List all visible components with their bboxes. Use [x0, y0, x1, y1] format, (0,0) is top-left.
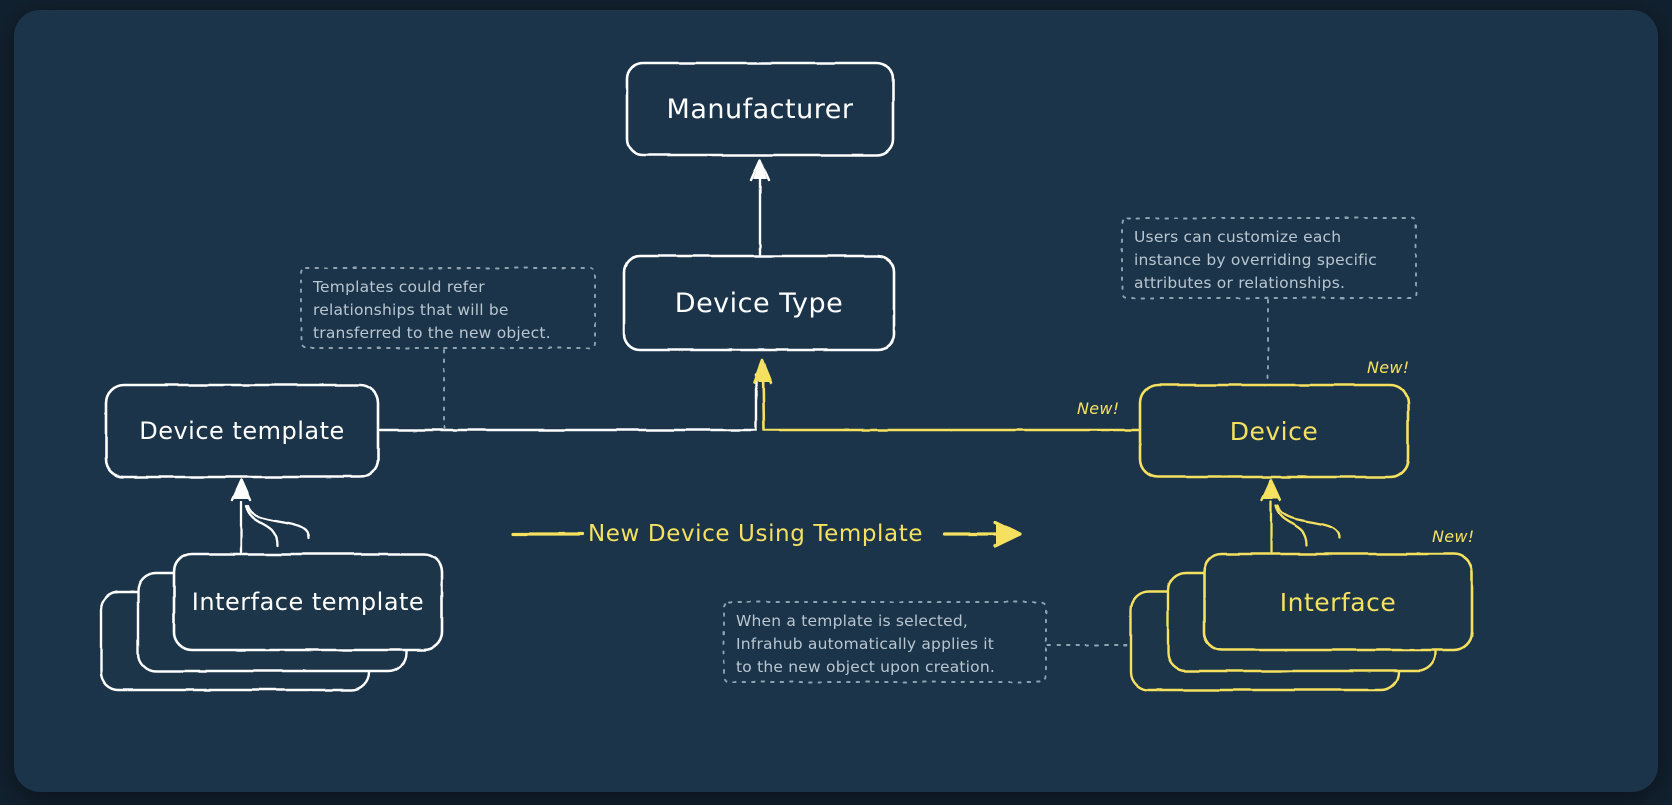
- badge-device-edge-new: New!: [1077, 399, 1120, 418]
- badge-device-new: New!: [1367, 358, 1410, 377]
- connector-interfacetemplate-to-devicetemplate: [230, 478, 311, 554]
- connector-devicetype-to-manufacturer: [749, 158, 771, 256]
- arrow-new-device-using-template: [511, 520, 1022, 548]
- node-device-template-shape[interactable]: [104, 383, 380, 479]
- note-users-customize-frame: [1121, 217, 1417, 299]
- node-interface-template-shape[interactable]: [172, 552, 444, 652]
- connector-device-to-devicetype: [752, 358, 1140, 432]
- node-device-shape[interactable]: [1138, 383, 1410, 479]
- note-template-selected-frame: [723, 601, 1047, 683]
- note-template-selected: When a template is selected,Infrahub aut…: [736, 612, 996, 676]
- note-templates-relationships-frame: [300, 267, 596, 349]
- connector-interface-to-device: [1260, 478, 1341, 554]
- node-interface-shape[interactable]: [1202, 552, 1474, 652]
- arrow-main-flow-label: New Device Using Template: [588, 521, 924, 547]
- badge-interface-new: New!: [1432, 527, 1475, 546]
- note-frames: [300, 217, 1417, 683]
- connector-devicetemplate-to-devicetype: [378, 372, 758, 432]
- node-manufacturer-shape[interactable]: [625, 61, 895, 157]
- node-device-type-shape[interactable]: [622, 254, 896, 352]
